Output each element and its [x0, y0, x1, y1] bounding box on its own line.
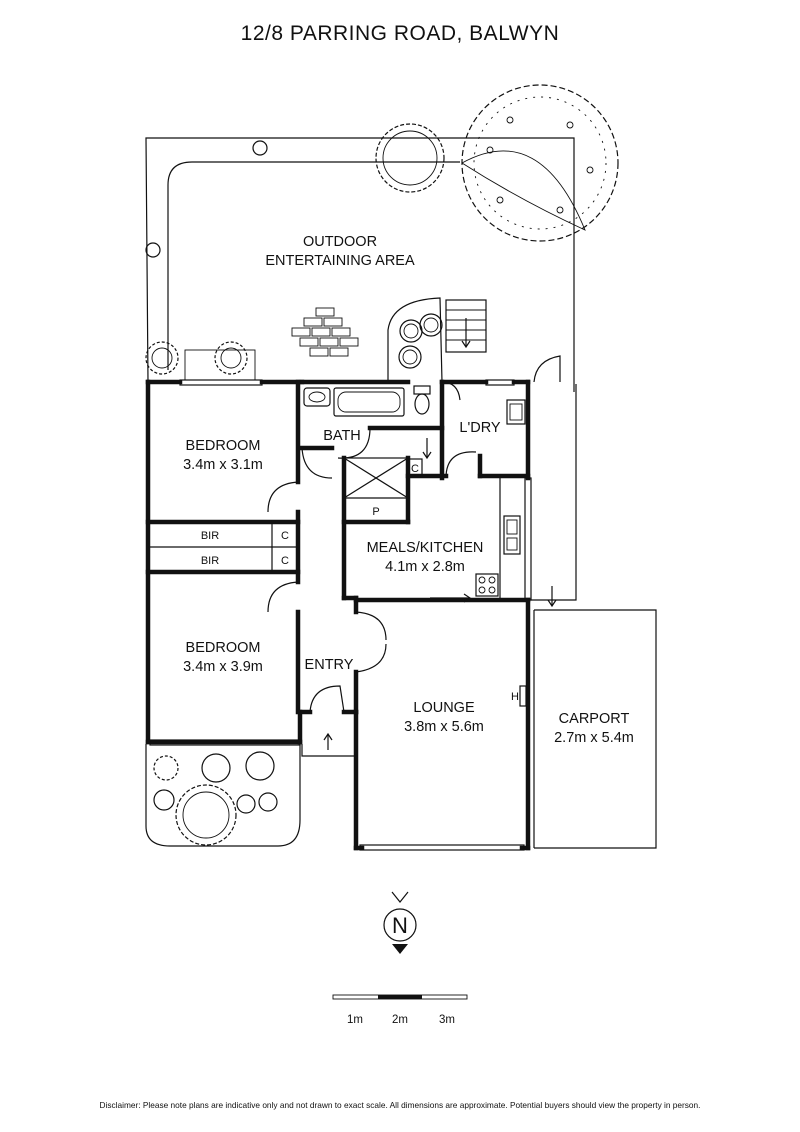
- stairs: [445, 299, 487, 353]
- exterior-walls: [145, 379, 532, 851]
- bedroom1-name: BEDROOM: [186, 438, 261, 454]
- bath-label: BATH: [323, 428, 361, 444]
- door-swings: [267, 355, 561, 757]
- scale-label-3m: 3m: [439, 1014, 455, 1026]
- outdoor-label-line2: ENTERTAINING AREA: [265, 253, 415, 269]
- carport-size: 2.7m x 5.4m: [554, 730, 634, 746]
- carport-name: CARPORT: [559, 711, 630, 727]
- lounge-size: 3.8m x 5.6m: [404, 719, 484, 735]
- shrub-left-icon: [145, 341, 179, 375]
- bir2-label: BIR: [201, 555, 219, 567]
- outdoor-area: OUTDOOR ENTERTAINING AREA: [145, 84, 619, 392]
- carport: [519, 384, 657, 849]
- heater-label: H: [511, 691, 519, 703]
- compass-letter: N: [392, 913, 408, 938]
- shrub-mid-icon: [214, 341, 248, 375]
- page-title: 12/8 PARRING ROAD, BALWYN: [241, 22, 560, 45]
- lounge-name: LOUNGE: [413, 700, 475, 716]
- scale-label-1m: 1m: [347, 1014, 363, 1026]
- laundry-label: L'DRY: [459, 420, 501, 436]
- bath-fixtures: [303, 385, 526, 460]
- north-compass-icon: N: [383, 891, 417, 954]
- scale-bar: 1m 2m 3m: [332, 994, 468, 1026]
- front-garden: [145, 744, 301, 847]
- outdoor-label-line1: OUTDOOR: [303, 234, 377, 250]
- large-tree-icon: [461, 84, 619, 242]
- garden-shrubs-icon: [153, 751, 278, 846]
- cupboard-c1-label: C: [411, 463, 419, 475]
- bedroom1-size: 3.4m x 3.1m: [183, 457, 263, 473]
- paving-pattern: [291, 307, 359, 357]
- bedroom2-name: BEDROOM: [186, 640, 261, 656]
- tree-top-icon: [375, 123, 445, 193]
- bedroom2-size: 3.4m x 3.9m: [183, 659, 263, 675]
- shrub-cluster-icon: [398, 313, 443, 369]
- cupboard-c2-label: C: [281, 530, 289, 542]
- disclaimer: Disclaimer: Please note plans are indica…: [100, 1100, 701, 1110]
- meals-kitchen-size: 4.1m x 2.8m: [385, 559, 465, 575]
- entry-label: ENTRY: [305, 657, 354, 673]
- scale-label-2m: 2m: [392, 1014, 408, 1026]
- cupboard-c3-label: C: [281, 555, 289, 567]
- meals-kitchen-name: MEALS/KITCHEN: [367, 540, 484, 556]
- bir1-label: BIR: [201, 530, 219, 542]
- pantry-label: P: [372, 506, 379, 518]
